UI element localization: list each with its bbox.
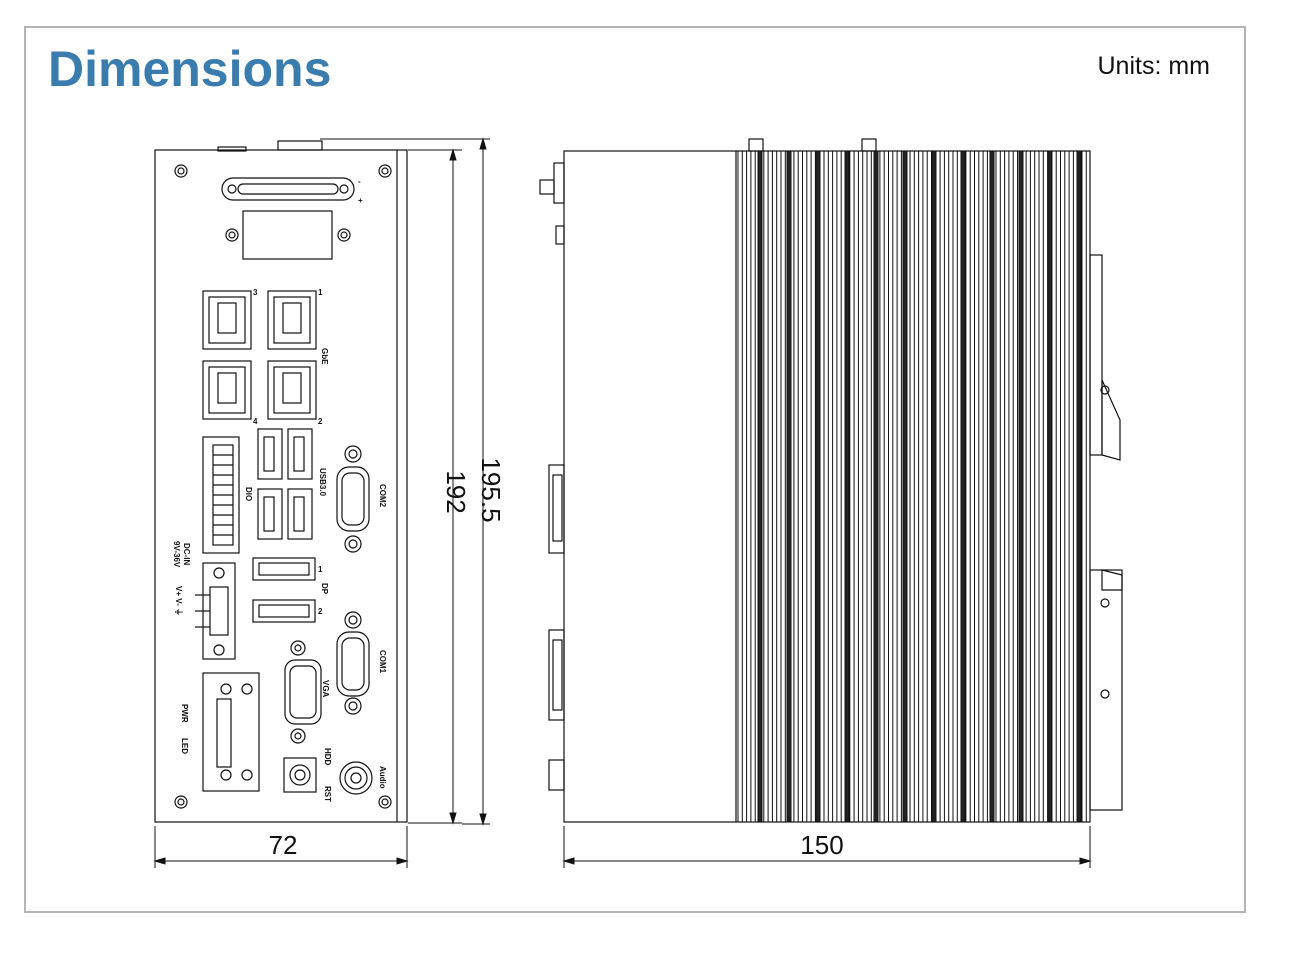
label-audio: Audio [378,766,387,789]
top-mount-tab [277,140,323,151]
label-gbe-4: 4 [253,417,258,426]
dim-overall-height: 195.5 [476,457,506,522]
fin-group [960,150,966,823]
fin-group [1047,150,1053,823]
dim-side-depth: 150 [800,830,843,860]
heatsink-fins [737,150,1087,823]
fin-group [757,150,763,823]
label-gbe-2: 2 [318,417,323,426]
label-rst: RST [323,786,332,802]
units-label: Units: mm [1097,52,1211,80]
label-gbe: GbE [320,348,329,365]
fin-group [989,150,995,823]
side-body-outline [563,150,1091,823]
fin-group [1076,150,1082,823]
label-plus: + [358,196,363,205]
label-gbe-1: 1 [318,288,323,297]
fin-group [815,150,821,823]
label-dc-in: DC-IN [182,543,191,565]
label-minus: - [358,177,361,186]
label-dp: DP [320,583,329,595]
dp-ports [252,557,316,623]
corner-screw [174,164,392,809]
vga-connector [284,640,322,744]
label-led: LED [180,738,189,754]
fin-group [786,150,792,823]
dim-front-height: 192 [441,470,471,513]
fin-group [873,150,879,823]
gbe-ports [202,290,317,420]
com1-connector [336,611,370,715]
dc-in-terminal [195,562,236,660]
label-vga: VGA [321,680,330,698]
page-frame [24,26,1246,913]
label-pwr: PWR [180,704,189,723]
dim-front-width: 72 [269,830,298,860]
label-gbe-3: 3 [253,288,258,297]
front-dimensions [153,137,490,868]
label-dp-2: 2 [318,607,323,616]
fin-group [931,150,937,823]
side-view [539,138,1123,823]
label-hdd: HDD [323,748,332,766]
module-window [242,210,333,260]
label-dc-range: 9V-36V [172,541,181,568]
com2-connector [336,445,370,553]
page-title: Dimensions [48,41,332,97]
label-dc-pins: V+ V- ⏚ [174,586,183,616]
audio-jack [339,761,373,795]
side-dimensions [562,826,1092,868]
fin-group [1018,150,1024,823]
label-dp-1: 1 [318,565,323,574]
led-switch-block [202,672,260,792]
usb-ports [257,428,313,540]
reset-button [283,757,317,793]
label-dio: DIO [244,487,253,501]
dio-terminal [202,436,240,554]
antenna-slot [221,177,355,201]
front-labels: GbE 1 2 3 4 USB3.0 COM2 DIO DC-IN 9V-36V… [172,177,387,802]
label-com1: COM1 [378,650,387,674]
label-usb: USB3.0 [318,468,327,497]
fin-group [844,150,850,823]
fin-group [902,150,908,823]
label-com2: COM2 [378,484,387,508]
front-view [154,140,408,823]
